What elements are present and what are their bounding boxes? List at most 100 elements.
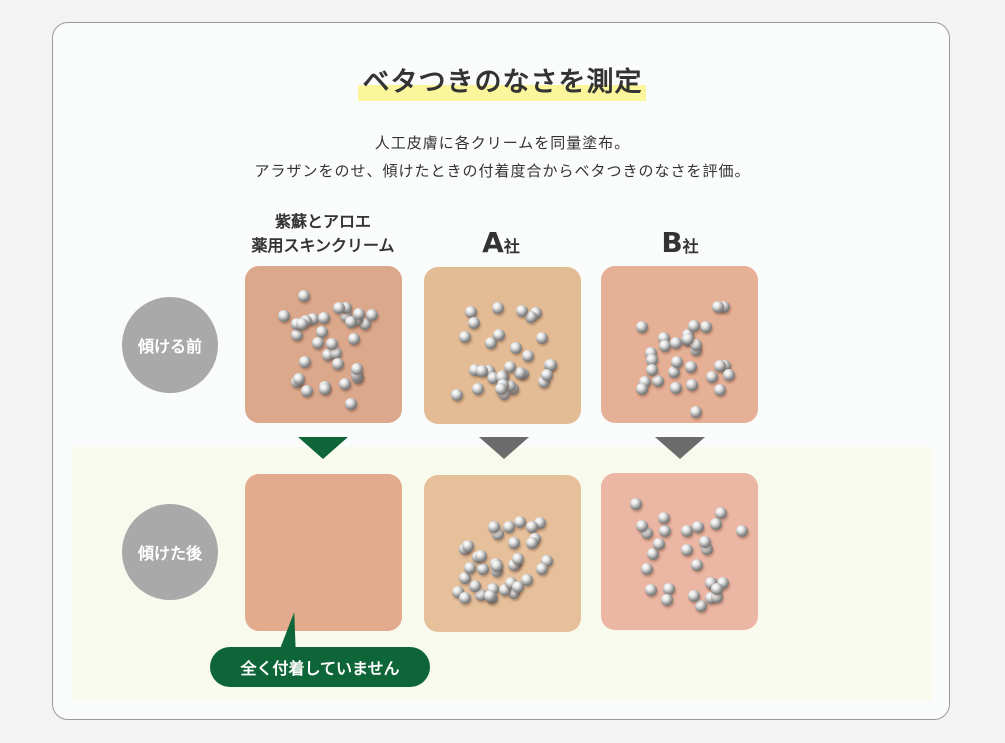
bead bbox=[366, 309, 379, 322]
bead bbox=[692, 521, 705, 534]
bead bbox=[512, 580, 525, 593]
bead bbox=[680, 543, 693, 556]
bead bbox=[450, 388, 463, 401]
bead bbox=[659, 524, 672, 537]
bead bbox=[317, 312, 330, 325]
row-label-after: 傾けた後 bbox=[122, 504, 218, 600]
company-suffix: 社 bbox=[682, 237, 699, 256]
bead bbox=[332, 302, 345, 315]
bead bbox=[318, 382, 331, 395]
bead bbox=[291, 329, 304, 342]
bead bbox=[467, 316, 480, 329]
bead bbox=[630, 498, 643, 511]
bead bbox=[292, 373, 305, 386]
bead bbox=[661, 594, 674, 607]
bead bbox=[459, 591, 472, 604]
bead bbox=[636, 321, 649, 334]
bead bbox=[685, 378, 698, 391]
bead bbox=[514, 516, 527, 529]
photo-a-before bbox=[424, 267, 581, 424]
bead bbox=[662, 582, 675, 595]
bead bbox=[475, 365, 488, 378]
bead bbox=[645, 583, 658, 596]
callout-bubble: 全く付着していません bbox=[210, 647, 430, 687]
bead bbox=[714, 360, 727, 373]
bead bbox=[325, 338, 338, 351]
bead bbox=[344, 397, 357, 410]
arrow-down-icon bbox=[298, 437, 348, 459]
column-header-line1: 紫蘇とアロエ bbox=[274, 212, 371, 231]
bead bbox=[510, 341, 523, 354]
bead bbox=[503, 521, 516, 534]
bead bbox=[278, 309, 291, 322]
bead bbox=[653, 537, 666, 550]
bead bbox=[295, 318, 308, 331]
bead bbox=[491, 301, 504, 314]
photo-own-after bbox=[245, 474, 402, 631]
bead bbox=[315, 325, 328, 338]
bead bbox=[669, 337, 682, 350]
bead bbox=[711, 300, 724, 313]
bead bbox=[516, 304, 529, 317]
bead bbox=[513, 367, 526, 380]
bead bbox=[670, 381, 683, 394]
bead bbox=[690, 558, 703, 571]
bead bbox=[536, 563, 548, 576]
bead bbox=[671, 356, 684, 369]
arrow-down-icon bbox=[655, 437, 705, 459]
bead bbox=[688, 319, 701, 332]
bead bbox=[680, 525, 693, 538]
bead bbox=[495, 383, 508, 396]
bead bbox=[685, 361, 698, 374]
bead bbox=[710, 517, 723, 530]
bead bbox=[329, 347, 342, 360]
bead bbox=[511, 552, 524, 565]
bead bbox=[475, 550, 488, 563]
bead bbox=[699, 535, 712, 548]
bead bbox=[736, 525, 749, 538]
bead bbox=[690, 405, 702, 418]
bead bbox=[545, 358, 558, 371]
bead bbox=[485, 336, 498, 349]
bead bbox=[490, 560, 503, 573]
bead bbox=[493, 328, 506, 341]
bead bbox=[699, 320, 712, 333]
bead bbox=[525, 311, 538, 323]
bead bbox=[459, 330, 472, 343]
bead bbox=[681, 333, 694, 346]
column-header-a: A社 bbox=[451, 226, 551, 259]
column-header-line2: 薬用スキンクリーム bbox=[251, 236, 395, 255]
bead bbox=[459, 571, 472, 584]
bead bbox=[520, 573, 533, 586]
bead bbox=[688, 589, 700, 602]
bead bbox=[652, 374, 665, 387]
bead bbox=[640, 562, 653, 575]
arrow-down-icon bbox=[479, 437, 529, 459]
bead bbox=[710, 582, 723, 595]
bead bbox=[504, 360, 517, 373]
bead bbox=[353, 307, 366, 320]
bead bbox=[646, 364, 659, 377]
description-line-1: 人工皮膚に各クリームを同量塗布。 bbox=[374, 134, 631, 152]
bead bbox=[657, 512, 670, 525]
page-title: ベタつきのなさを測定 bbox=[362, 67, 643, 98]
bead bbox=[350, 362, 363, 375]
bead bbox=[338, 378, 351, 391]
bead bbox=[463, 561, 476, 574]
bead bbox=[345, 315, 358, 328]
bead bbox=[472, 383, 485, 396]
company-suffix: 社 bbox=[503, 237, 520, 256]
bead bbox=[705, 370, 718, 383]
bead bbox=[694, 600, 707, 613]
bead bbox=[487, 521, 500, 534]
photo-b-before bbox=[601, 266, 758, 423]
bead bbox=[464, 305, 477, 318]
photo-own-before bbox=[245, 266, 402, 423]
bead bbox=[540, 368, 553, 381]
description-line-2: アラザンをのせ、傾けたときの付着度合からベタつきのなさを評価。 bbox=[254, 162, 751, 180]
bead bbox=[300, 384, 313, 397]
bead bbox=[715, 507, 728, 520]
bead bbox=[647, 548, 660, 561]
bead bbox=[526, 536, 539, 549]
title-highlight bbox=[358, 85, 646, 101]
